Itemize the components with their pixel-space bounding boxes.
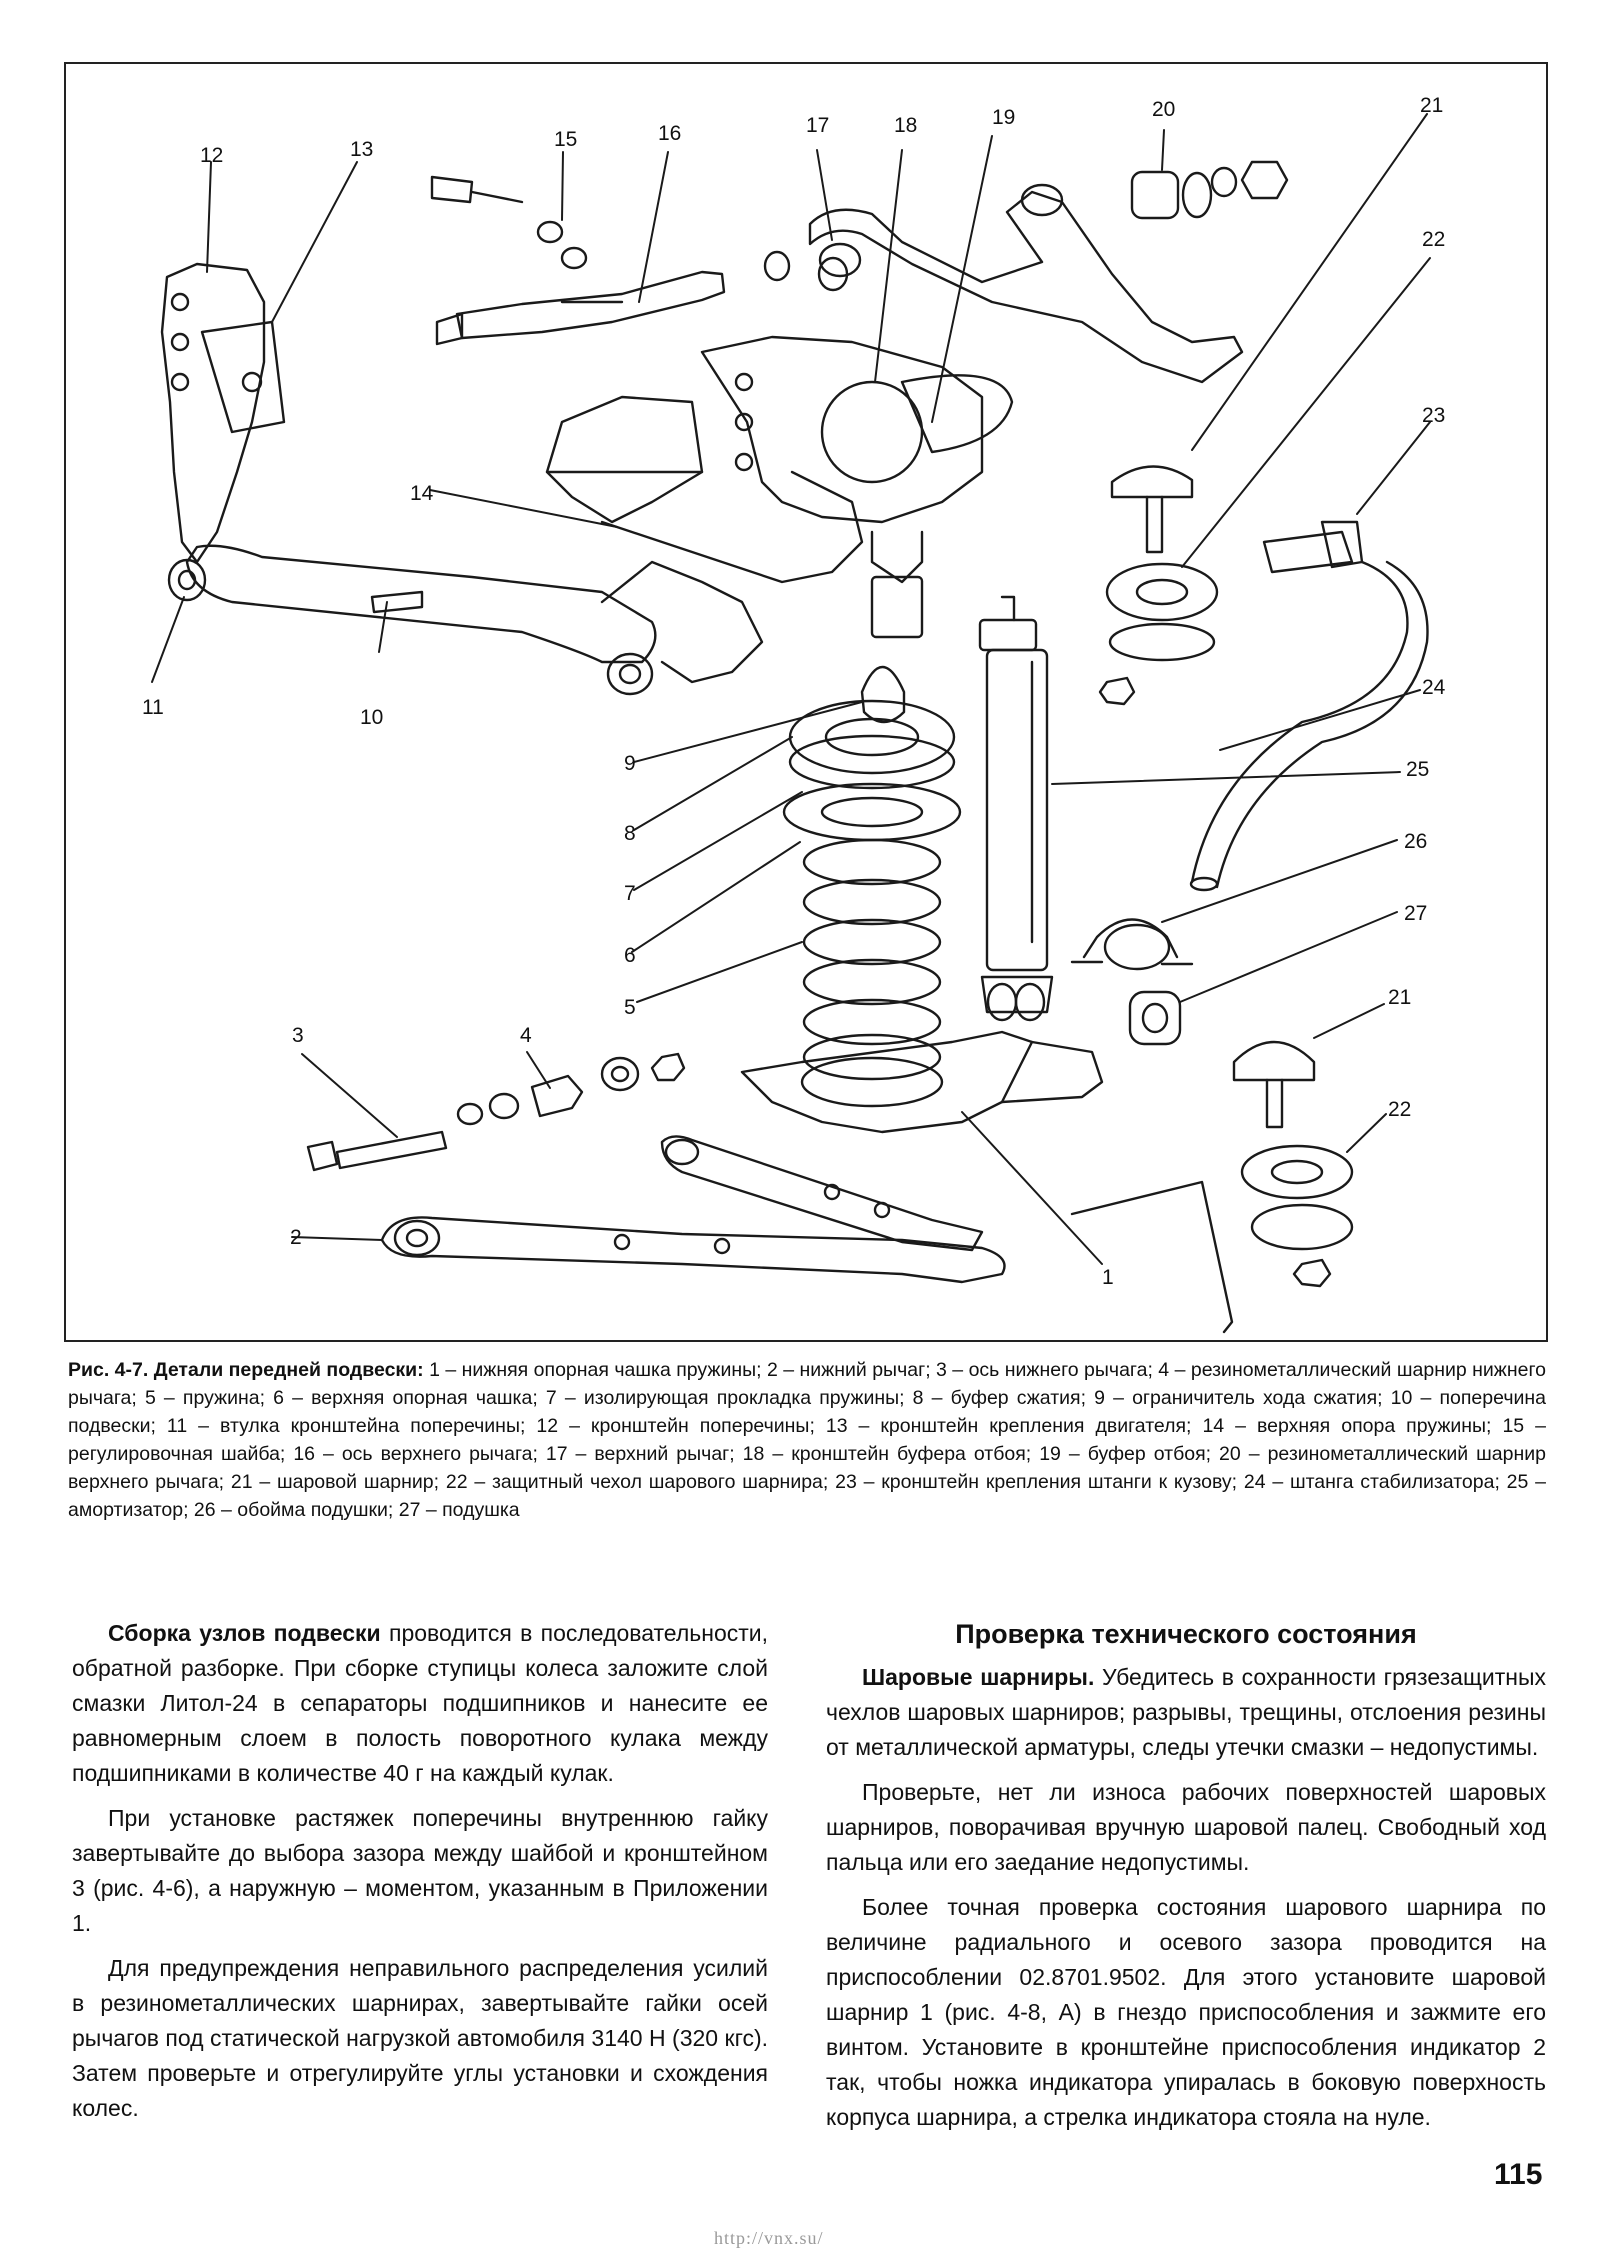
callout-27: 27	[1404, 902, 1427, 925]
shock-absorber-part	[978, 595, 1054, 1022]
left-paragraph-2: При установке растяжек поперечины внутре…	[72, 1805, 768, 1936]
callout-19: 19	[992, 106, 1015, 129]
upper-spring-mount-part	[545, 395, 864, 584]
callout-5: 5	[624, 996, 636, 1019]
right-column: Проверка технического состояния Шаровые …	[826, 1616, 1546, 2145]
callout-23: 23	[1422, 404, 1445, 427]
callout-15: 15	[554, 128, 577, 151]
callout-25: 25	[1406, 758, 1429, 781]
upper-arm-bushing-part	[817, 160, 1289, 292]
figure-caption-label: Рис. 4-7. Детали передней подвески:	[68, 1359, 424, 1381]
right-paragraph-2: Проверьте, нет ли износа рабочих поверхн…	[826, 1779, 1546, 1875]
crossmember-part	[167, 544, 764, 696]
upper-arm-part	[808, 183, 1244, 384]
left-paragraph-1-lead: Сборка узлов подвески	[108, 1620, 381, 1646]
lower-arm-part	[380, 1135, 1006, 1284]
suspension-exploded-diagram: 1 2 3 4 5 6 7 8 9 10 11 12 13 14 15 16 1	[142, 94, 1446, 1334]
callout-10: 10	[360, 706, 383, 729]
callout-4: 4	[520, 1024, 532, 1047]
watermark-url: http://vnx.su/	[714, 2228, 824, 2248]
upper-arm-axle-part	[430, 175, 791, 346]
right-paragraph-3: Более точная проверка состояния шарового…	[826, 1894, 1546, 2130]
callout-1: 1	[1102, 1266, 1114, 1289]
callout-8: 8	[624, 822, 636, 845]
callout-22-upper: 22	[1422, 228, 1445, 251]
callout-17: 17	[806, 114, 829, 137]
figure-caption-text: 1 – нижняя опорная чашка пружины; 2 – ни…	[68, 1359, 1546, 1521]
callout-22-lower: 22	[1388, 1098, 1411, 1121]
pointer-arrow-line	[1070, 1180, 1234, 1334]
callout-16: 16	[658, 122, 681, 145]
leader-lines	[151, 113, 1431, 1265]
callout-21-lower: 21	[1388, 986, 1411, 1009]
spring-assembly-part	[740, 665, 1104, 1134]
callout-6: 6	[624, 944, 636, 967]
callout-13: 13	[350, 138, 373, 161]
callout-24: 24	[1422, 676, 1446, 699]
left-column: Сборка узлов подвески проводится в после…	[72, 1616, 768, 2136]
callout-11: 11	[142, 696, 164, 719]
callout-14: 14	[410, 482, 434, 505]
lower-ball-joint-part	[1232, 1040, 1354, 1288]
stabilizer-bar-part	[1189, 520, 1429, 892]
callout-18: 18	[894, 114, 917, 137]
stabilizer-cushion-part	[1070, 918, 1194, 1046]
right-paragraph-1-lead: Шаровые шарниры.	[862, 1664, 1095, 1690]
left-paragraph-1: Сборка узлов подвески проводится в после…	[72, 1616, 768, 1791]
page-number: 115	[1494, 2158, 1543, 2191]
callout-9: 9	[624, 752, 636, 775]
callout-20: 20	[1152, 98, 1175, 121]
callout-12: 12	[200, 144, 223, 167]
figure-frame: 1 2 3 4 5 6 7 8 9 10 11 12 13 14 15 16 1	[64, 62, 1548, 1342]
section-heading: Проверка технического состояния	[955, 1619, 1417, 1649]
right-paragraph-1: Шаровые шарниры. Убедитесь в сохранности…	[826, 1660, 1546, 1765]
callout-2: 2	[290, 1226, 302, 1249]
left-paragraph-3: Для предупреждения неправильного распред…	[72, 1955, 768, 2121]
callout-7: 7	[624, 882, 636, 905]
figure-caption: Рис. 4-7. Детали передней подвески: 1 – …	[68, 1356, 1546, 1524]
callout-3: 3	[292, 1024, 304, 1047]
left-paragraph-1-text: проводится в последовательности, обратно…	[72, 1620, 769, 1786]
rebound-bracket-part	[700, 335, 1014, 639]
lower-arm-axle-part	[306, 1052, 686, 1172]
callout-21-upper: 21	[1420, 94, 1443, 117]
right-paragraph-1-text: Убедитесь в сохранности грязезащитных че…	[826, 1664, 1546, 1760]
crossmember-bracket-part	[160, 262, 286, 564]
upper-ball-joint-part	[1098, 465, 1219, 706]
callout-26: 26	[1404, 830, 1427, 853]
